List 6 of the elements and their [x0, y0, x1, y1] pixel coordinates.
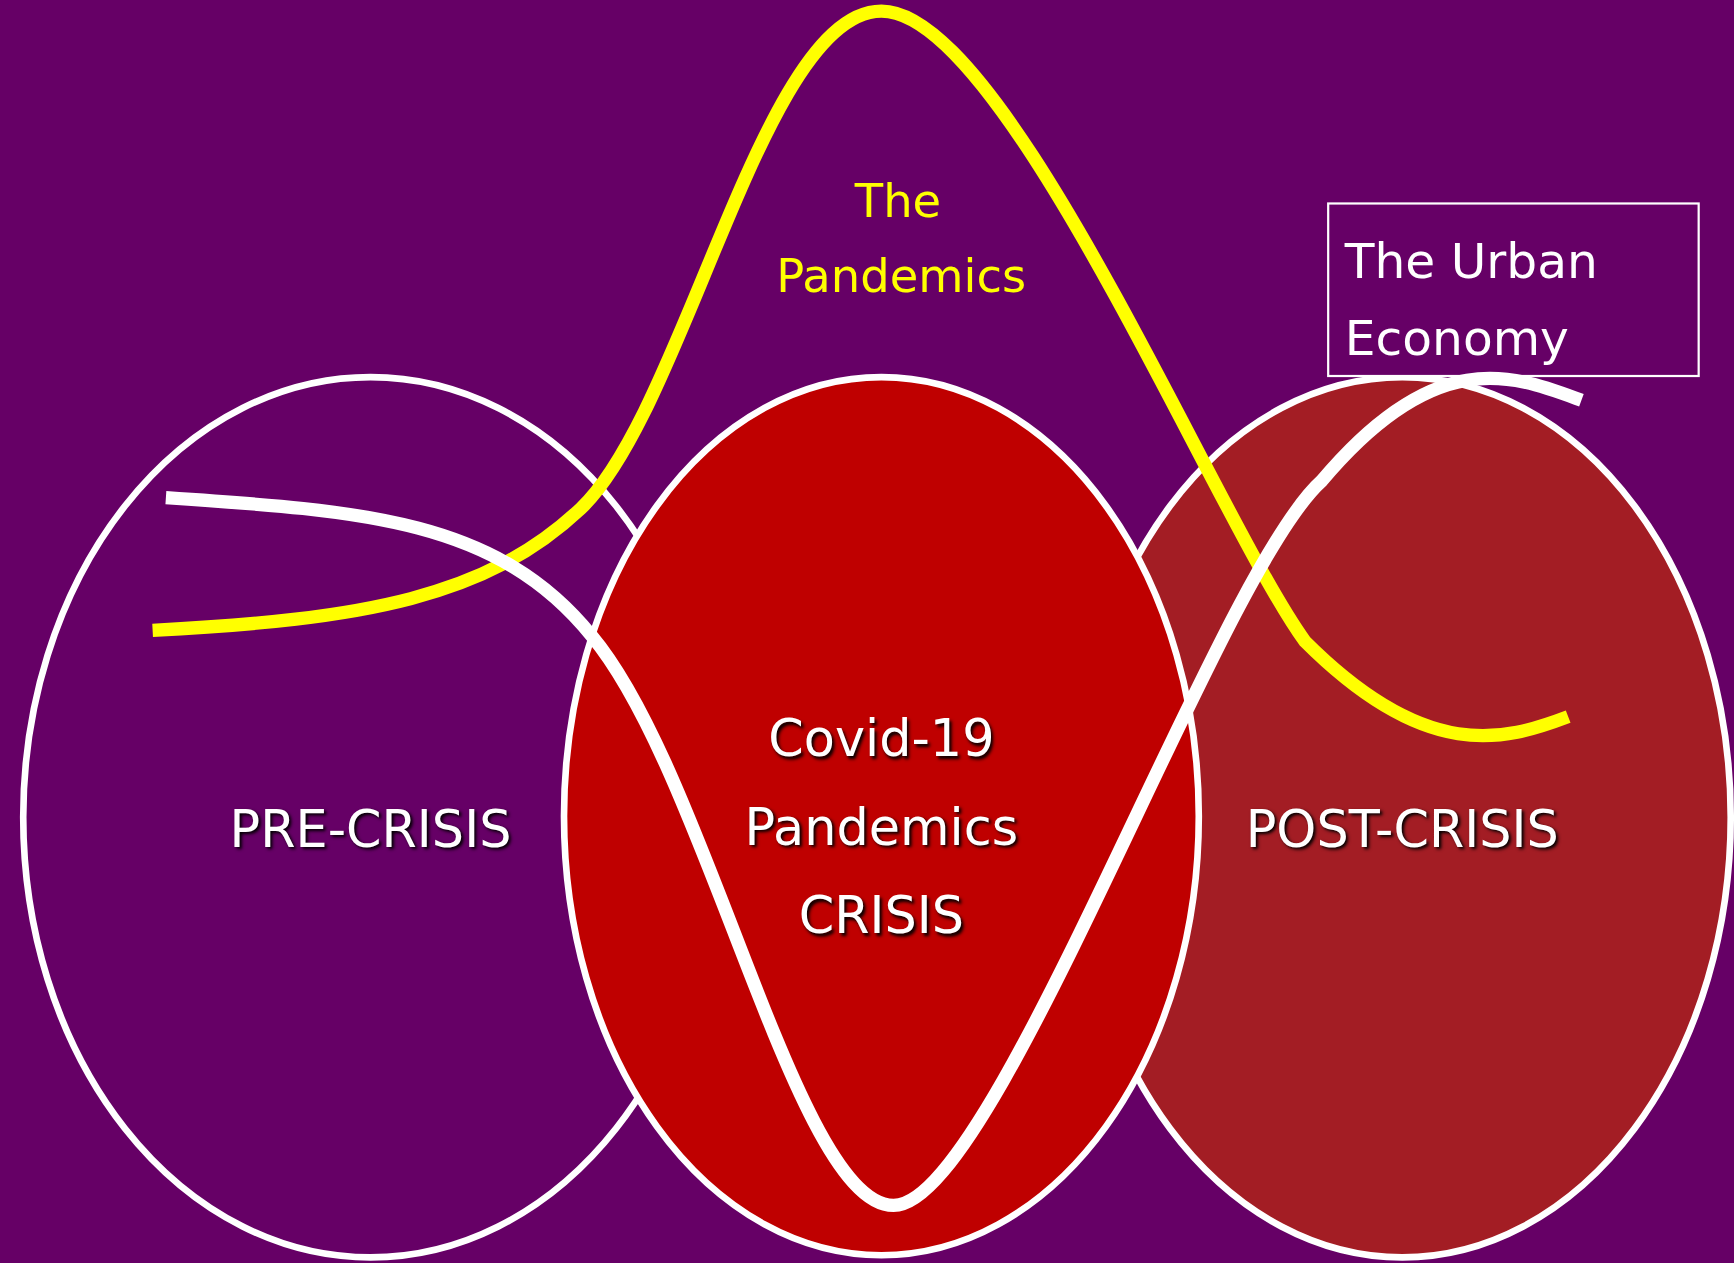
text-box — [1327, 202, 1700, 378]
box-label: The Urban Economy — [1344, 231, 1599, 369]
ellipse-region — [560, 373, 1203, 1259]
region-label: PRE-CRISIS — [228, 798, 513, 862]
region-label: Covid-19 Pandemics CRISIS — [743, 707, 1020, 948]
region-label: POST-CRISIS — [1244, 798, 1560, 862]
